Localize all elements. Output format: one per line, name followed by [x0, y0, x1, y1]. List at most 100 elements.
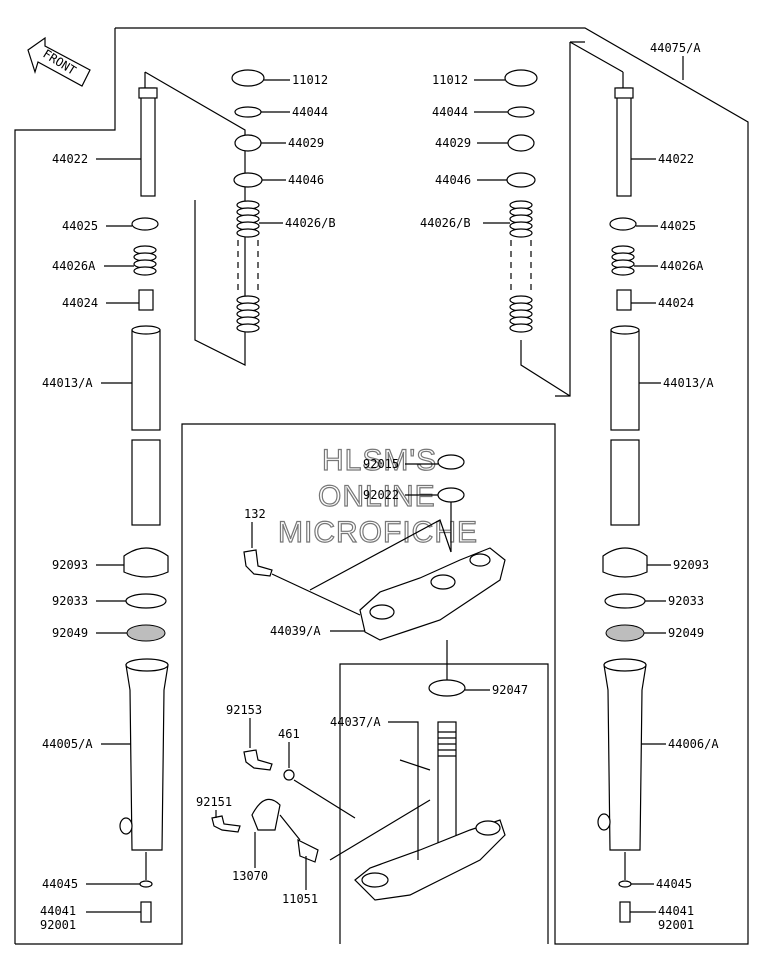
label-92093-right: 92093 [673, 558, 709, 572]
label-44041-left: 44041 [40, 904, 76, 918]
washer-92022 [437, 487, 465, 503]
label-44046-left: 44046 [288, 173, 324, 187]
label-92049-left: 92049 [52, 626, 88, 640]
o-ring-left [233, 172, 263, 188]
label-132: 132 [244, 507, 266, 521]
cap-stack-left [231, 69, 265, 333]
front-arrow-icon: FRONT [27, 36, 91, 87]
center-stem-box [339, 663, 549, 944]
label-44026a-left: 44026A [52, 259, 96, 273]
label-44029-right: 44029 [435, 136, 471, 150]
label-44025-left: 44025 [62, 219, 98, 233]
left-bolt [140, 901, 152, 923]
left-stopper-ring [125, 593, 167, 609]
label-13070: 13070 [232, 869, 268, 883]
label-44026b-left: 44026/B [285, 216, 336, 230]
label-44029-left: 44029 [288, 136, 324, 150]
bolt-132 [243, 549, 273, 577]
o-ring-right [506, 172, 536, 188]
left-fork [119, 71, 246, 923]
label-44024-left: 44024 [62, 296, 98, 310]
right-inner-tube-lower [610, 439, 640, 526]
right-damper-rod [616, 87, 632, 197]
label-44013a-left: 44013/A [42, 376, 93, 390]
fork-spring-left [236, 200, 260, 333]
label-92093-left: 92093 [52, 558, 88, 572]
left-washer [139, 880, 153, 888]
outer-frame [14, 27, 749, 945]
bolt-92153 [243, 749, 273, 771]
label-44025-right: 44025 [660, 219, 696, 233]
fork-spring-right [509, 200, 571, 397]
label-11012-right: 11012 [432, 73, 468, 87]
brake-hose-clamp-parts [211, 749, 356, 863]
label-92022: 92022 [363, 488, 399, 502]
label-44045-right: 44045 [656, 877, 692, 891]
right-small-spring [611, 245, 635, 276]
label-44013a-right: 44013/A [663, 376, 714, 390]
right-bolt [619, 901, 631, 923]
washer-461 [283, 769, 295, 781]
right-dust-seal [602, 547, 648, 578]
right-collar [616, 289, 632, 311]
bearing-92047 [428, 679, 466, 697]
right-oil-seal [605, 624, 645, 642]
right-fork [569, 41, 648, 923]
label-44022-left: 44022 [52, 152, 88, 166]
label-44006a: 44006/A [668, 737, 719, 751]
label-44044-left: 44044 [292, 105, 328, 119]
label-11012-left: 11012 [292, 73, 328, 87]
lower-bracket [354, 819, 506, 901]
left-outer-tube [125, 664, 169, 851]
left-small-spring [133, 245, 157, 276]
label-44037-a: 44037/A [330, 715, 381, 729]
left-inner-tube-upper [131, 329, 161, 431]
left-inner-tube-lower [131, 439, 161, 526]
left-oil-seal [126, 624, 166, 642]
nut-92015 [437, 454, 465, 470]
label-44026a-right: 44026A [660, 259, 704, 273]
label-44024-right: 44024 [658, 296, 694, 310]
upper-bracket-assembly [243, 454, 506, 641]
cap-left [231, 69, 265, 87]
label-44026b-right: 44026/B [420, 216, 471, 230]
right-washer [618, 880, 632, 888]
cap-stack-right [504, 69, 571, 397]
label-92151: 92151 [196, 795, 232, 809]
label-44005a: 44005/A [42, 737, 93, 751]
label-92001-right: 92001 [658, 918, 694, 932]
watermark-line-1: HLSM'S [322, 444, 437, 477]
cap-right [504, 69, 538, 87]
o-ring-small-left [234, 106, 262, 118]
collar-left [234, 134, 262, 152]
left-rod-top [138, 87, 158, 99]
left-collar [138, 289, 154, 311]
o-ring-small-right [507, 106, 535, 118]
watermark-line-2: ONLINE [318, 480, 436, 513]
label-44044-right: 44044 [432, 105, 468, 119]
label-11051: 11051 [282, 892, 318, 906]
label-44022-right: 44022 [658, 152, 694, 166]
left-damper-rod [140, 87, 156, 197]
left-clip [131, 217, 159, 231]
label-92047: 92047 [492, 683, 528, 697]
label-92033-left: 92033 [52, 594, 88, 608]
bracket-11051 [297, 838, 319, 863]
label-92049-right: 92049 [668, 626, 704, 640]
label-44075-a: 44075/A [650, 41, 701, 55]
left-dust-seal [123, 547, 169, 578]
label-44041-right: 44041 [658, 904, 694, 918]
upper-bracket [359, 547, 506, 641]
right-stopper-ring [604, 593, 646, 609]
collar-right [507, 134, 535, 152]
clamp-13070 [251, 798, 281, 831]
label-44046-right: 44046 [435, 173, 471, 187]
stem-assembly [329, 640, 506, 901]
right-clip [609, 217, 637, 231]
right-inner-frame [555, 41, 585, 397]
right-inner-tube-upper [610, 329, 640, 431]
bolt-92151 [211, 815, 241, 833]
label-92033-right: 92033 [668, 594, 704, 608]
label-461: 461 [278, 727, 300, 741]
